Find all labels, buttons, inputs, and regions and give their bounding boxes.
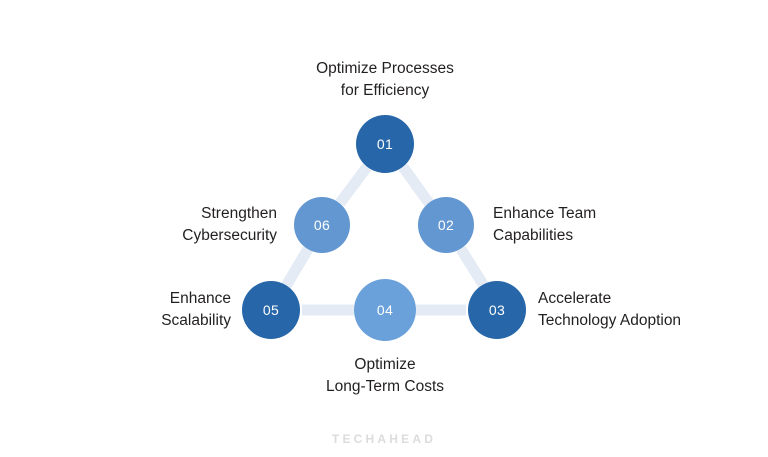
node-03[interactable]: 03 (468, 281, 526, 339)
node-02[interactable]: 02 (418, 197, 474, 253)
node-01-number: 01 (376, 136, 394, 152)
connector-01-02 (398, 163, 434, 207)
connector-02-03 (456, 246, 489, 289)
node-03-label: Accelerate Technology Adoption (538, 290, 682, 329)
node-06-number: 06 (313, 217, 331, 233)
node-05-label: Enhance Scalability (161, 290, 231, 329)
node-04-number: 04 (376, 302, 394, 318)
node-03-number: 03 (488, 302, 506, 318)
node-04[interactable]: 04 (354, 279, 416, 341)
watermark-techahead: TECHAHEAD (331, 432, 437, 446)
node-02-label: Enhance Team Capabilities (493, 205, 597, 244)
node-01-label: Optimize Processes for Efficiency (316, 60, 454, 99)
connector-06-01 (335, 163, 372, 207)
node-05[interactable]: 05 (242, 281, 300, 339)
node-06[interactable]: 06 (294, 197, 350, 253)
node-05-number: 05 (262, 302, 280, 318)
node-06-label: Strengthen Cybersecurity (182, 205, 277, 244)
connector-05-06 (281, 246, 313, 289)
node-02-number: 02 (437, 217, 455, 233)
node-01[interactable]: 01 (356, 115, 414, 173)
node-04-label: Optimize Long-Term Costs (325, 356, 444, 395)
